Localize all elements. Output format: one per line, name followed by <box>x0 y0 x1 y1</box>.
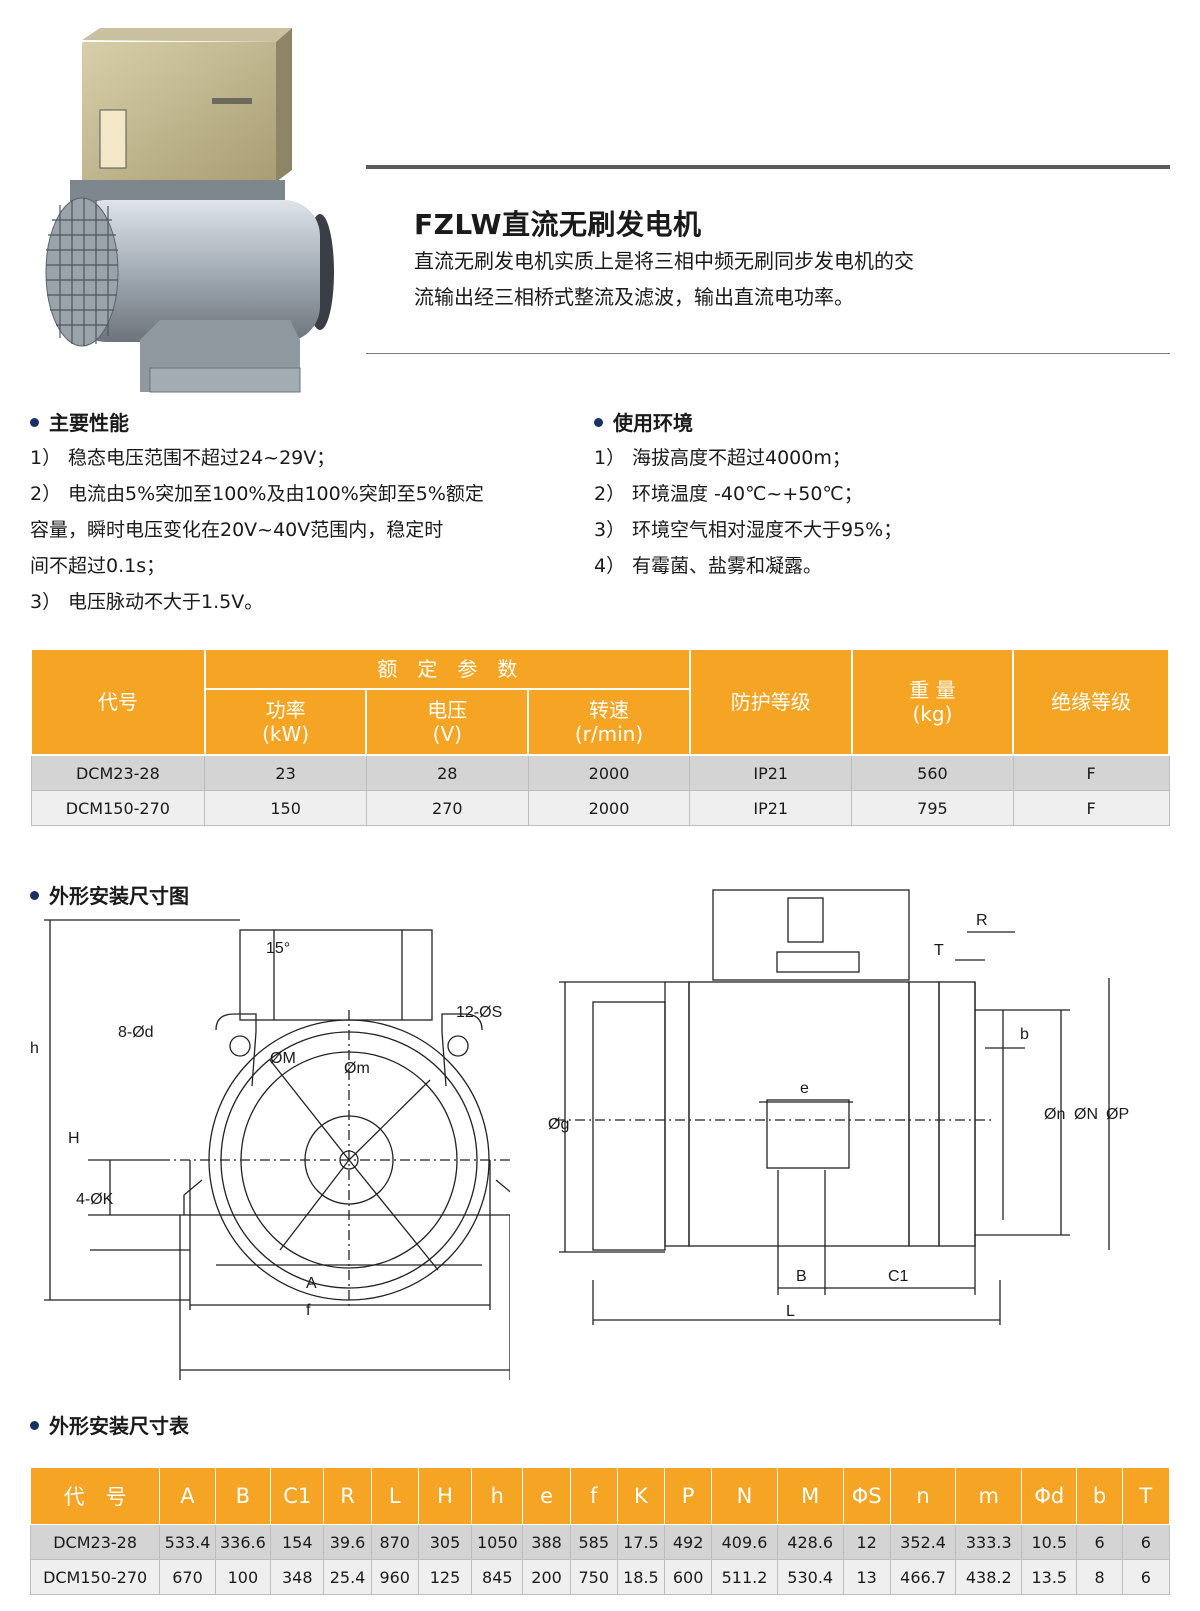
drawing-heading: 外形安装尺寸图 <box>30 880 189 909</box>
header-rule-top <box>366 165 1170 169</box>
generator-photo <box>45 28 334 393</box>
header-rated: 额 定 参 数 <box>203 648 691 690</box>
performance-item-cont: 间不超过0.1s； <box>30 555 166 577</box>
environment-heading: 使用环境 <box>594 407 693 436</box>
header-weight: 重 量(kg) <box>850 648 1015 756</box>
bullet-icon <box>30 418 39 427</box>
bullet-icon <box>30 1421 39 1430</box>
bullet-icon <box>30 891 39 900</box>
dimension-heading: 外形安装尺寸表 <box>30 1410 189 1439</box>
performance-item: 2）电流由5%突加至100%及由100%突卸至5%额定 <box>30 483 484 505</box>
label-B: B <box>796 1268 807 1285</box>
label-n: Øn <box>1044 1106 1066 1123</box>
front-view-drawing <box>44 919 510 1380</box>
header-code: 代号 <box>30 648 206 756</box>
label-M: ØM <box>270 1050 296 1067</box>
label-f: f <box>306 1302 311 1319</box>
label-15-deg: 15° <box>266 940 291 957</box>
environment-item: 4）有霉菌、盐雾和凝露。 <box>594 555 823 577</box>
label-R: R <box>976 912 988 929</box>
header-insulation: 绝缘等级 <box>1012 648 1170 756</box>
label-e: e <box>800 1080 809 1097</box>
label-h: h <box>30 1040 39 1057</box>
performance-item: 3）电压脉动不大于1.5V。 <box>30 591 264 613</box>
label-N: ØN <box>1074 1106 1098 1123</box>
performance-list: 1）稳态电压范围不超过24~29V； 2）电流由5%突加至100%及由100%突… <box>30 440 570 620</box>
label-g: Øg <box>548 1116 570 1133</box>
label-b: b <box>1020 1026 1029 1043</box>
label-H: H <box>68 1130 80 1147</box>
header-rule-bottom <box>366 353 1170 354</box>
header-power: 功率(kW) <box>203 688 368 756</box>
header-voltage: 电压(V) <box>365 688 530 756</box>
label-12-s: 12-ØS <box>456 1004 503 1021</box>
environment-item: 1）海拔高度不超过4000m； <box>594 447 851 469</box>
header-speed: 转速(r/min) <box>527 688 691 756</box>
label-8-d: 8-Ød <box>118 1024 154 1041</box>
side-view-drawing <box>555 889 1110 1325</box>
label-L: L <box>786 1303 795 1320</box>
environment-item: 2）环境温度 -40℃~+50℃； <box>594 483 863 505</box>
spec-table: 代号 额 定 参 数 防护等级 重 量(kg) 绝缘等级 功率(kW) 电压(V… <box>30 648 1170 826</box>
label-P: ØP <box>1106 1106 1130 1123</box>
label-m: Øm <box>344 1060 370 1077</box>
performance-item: 1）稳态电压范围不超过24~29V； <box>30 447 336 469</box>
performance-item-cont: 容量，瞬时电压变化在20V~40V范围内，稳定时 <box>30 519 444 541</box>
product-title: FZLW直流无刷发电机 <box>414 208 702 241</box>
product-description-line2: 流输出经三相桥式整流及滤波，输出直流电功率。 <box>414 285 854 309</box>
performance-heading: 主要性能 <box>30 407 129 436</box>
environment-item: 3）环境空气相对湿度不大于95%； <box>594 519 903 541</box>
product-description-line1: 直流无刷发电机实质上是将三相中频无刷同步发电机的交 <box>414 249 914 273</box>
label-T: T <box>934 942 944 959</box>
label-C1: C1 <box>888 1268 909 1285</box>
bullet-icon <box>594 418 603 427</box>
environment-list: 1）海拔高度不超过4000m； 2）环境温度 -40℃~+50℃； 3）环境空气… <box>594 440 1154 584</box>
label-4-K: 4-ØK <box>76 1191 114 1208</box>
header-protection: 防护等级 <box>688 648 853 756</box>
label-A: A <box>306 1275 317 1292</box>
